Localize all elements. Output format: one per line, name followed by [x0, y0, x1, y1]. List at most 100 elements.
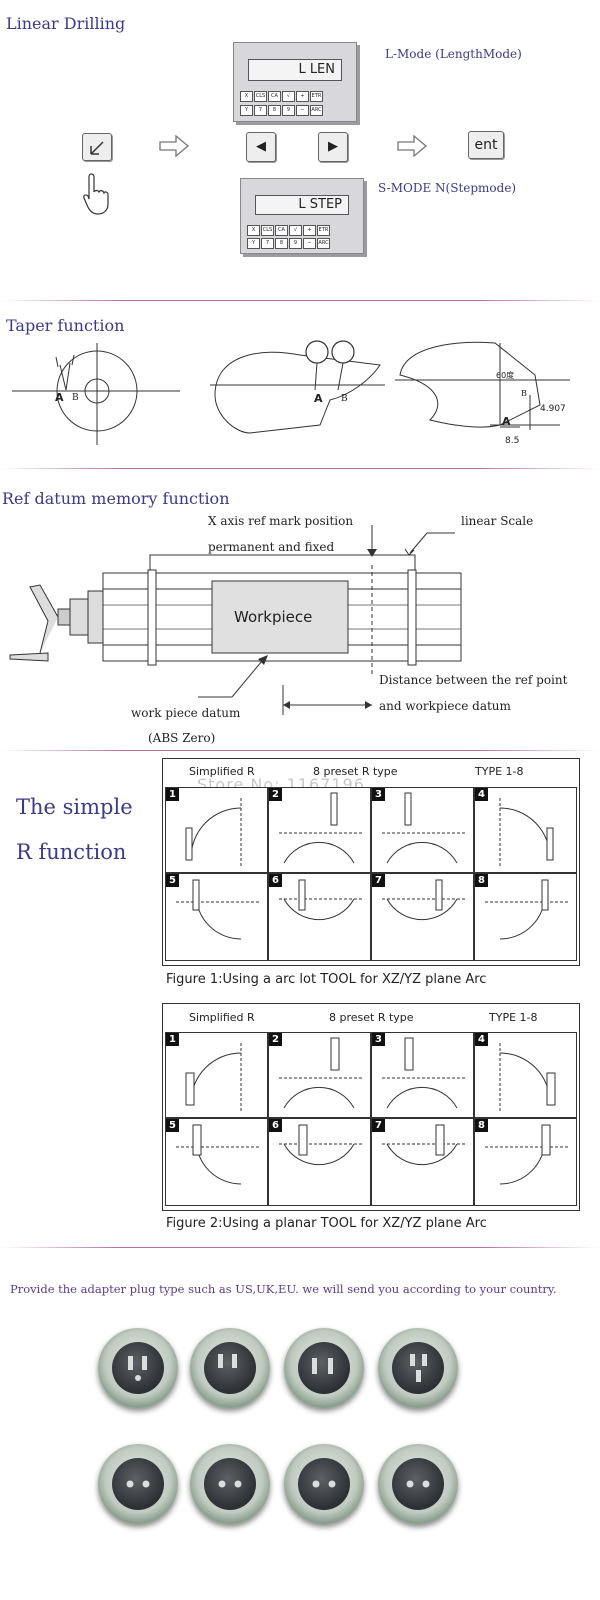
axis-icon: [90, 141, 104, 155]
key-minus: −: [303, 238, 316, 249]
section-divider: [0, 468, 600, 469]
axis-button: [82, 133, 112, 161]
taper-label-a: A: [314, 392, 323, 405]
r-type-number: 1: [166, 1033, 179, 1046]
r-type-number: 4: [475, 1033, 488, 1046]
r-type-number: 2: [269, 788, 282, 801]
r-type-cell: 4: [474, 787, 577, 873]
r-type-number: 8: [475, 1119, 488, 1132]
r-type-cell: 6: [268, 873, 371, 961]
r-type-cell: 5: [165, 873, 268, 961]
arrow-right-icon: [159, 134, 190, 158]
r-type-number: 4: [475, 788, 488, 801]
arc-tool-icon: [185, 798, 242, 868]
key-cls: CLS: [254, 91, 267, 102]
plug-pins-icon: [410, 1354, 427, 1382]
plug-pins-icon: [128, 1356, 147, 1381]
r-panel-header-mid: 8 preset R type: [329, 1011, 414, 1024]
us-plug-icon: [190, 1328, 270, 1408]
taper-diagram-part: [210, 340, 385, 434]
r-type-cell: 5: [165, 1118, 268, 1206]
key-arc: ARC: [310, 105, 323, 116]
plug-pins-icon: [218, 1480, 242, 1488]
xaxis-note-line1: X axis ref mark position: [208, 514, 354, 528]
plug-pins-icon: [312, 1480, 336, 1488]
plug-pins-icon: [312, 1358, 333, 1374]
r-panel-header-mid: 8 preset R type: [313, 765, 398, 778]
arc-tool-icon: [382, 879, 467, 921]
arc-tool-icon: [279, 792, 364, 864]
taper-diagram-circle: [12, 343, 180, 445]
taper-label-b: B: [341, 394, 348, 404]
key-plus: +: [296, 91, 309, 102]
datum-note-line1: work piece datum: [131, 706, 241, 720]
planar-tool-icon: [279, 1124, 364, 1166]
r-type-cell: 1: [165, 1032, 268, 1118]
r-type-cell: 3: [371, 1032, 474, 1118]
arc-tool-icon: [382, 792, 467, 864]
lcd-display: L STEP: [255, 195, 349, 215]
planar-tool-icon: [279, 1037, 364, 1109]
key-sqrt: √: [282, 91, 295, 102]
linear-scale-label: linear Scale: [461, 514, 534, 528]
arc-tool-icon: [176, 879, 261, 940]
r-type-number: 3: [372, 1033, 385, 1046]
key-7: 7: [261, 238, 274, 249]
r-type-number: 5: [166, 874, 179, 887]
distance-note-line1: Distance between the ref point: [379, 673, 568, 687]
r-type-cell: 8: [474, 1118, 577, 1206]
r-type-cell: 2: [268, 787, 371, 873]
arc-tool-icon: [499, 798, 554, 868]
left-arrow-button: ◀: [246, 132, 276, 162]
section-divider: [0, 1247, 600, 1248]
smode-label: S-MODE N(Stepmode): [378, 181, 517, 195]
r-panel-header-right: TYPE 1-8: [475, 765, 524, 778]
right-arrow-button: ▶: [318, 132, 348, 162]
eu-plug-icon: [378, 1444, 458, 1524]
r-type-number: 3: [372, 788, 385, 801]
r-type-number: 1: [166, 788, 179, 801]
key-cls: CLS: [261, 225, 274, 236]
us-plug-icon: [98, 1328, 178, 1408]
taper-diagram-dimension: [395, 341, 570, 430]
figure-2-caption: Figure 2:Using a planar TOOL for XZ/YZ p…: [166, 1216, 487, 1231]
r-type-cell: 3: [371, 787, 474, 873]
eu-plug-icon: [284, 1444, 364, 1524]
plug-pins-icon: [126, 1480, 150, 1488]
key-arc: ARC: [317, 238, 330, 249]
taper-label-a: A: [502, 415, 511, 428]
r-type-cell: 8: [474, 873, 577, 961]
key-7: 7: [254, 105, 267, 116]
r-type-cell: 7: [371, 1118, 474, 1206]
machine-table-diagram: [9, 525, 462, 715]
key-x: X: [247, 225, 260, 236]
r-type-cell: 4: [474, 1032, 577, 1118]
planar-tool-icon: [499, 1043, 556, 1113]
key-etr: ETR: [317, 225, 330, 236]
taper-function-title: Taper function: [6, 316, 125, 335]
simple-r-title-line2: R function: [16, 840, 127, 864]
key-ca: CA: [275, 225, 288, 236]
section-divider: [0, 300, 600, 301]
r-type-cell: 2: [268, 1032, 371, 1118]
taper-dimension-label: 8.5: [505, 436, 520, 446]
us-plug-icon: [284, 1328, 364, 1408]
figure-1-caption: Figure 1:Using a arc lot TOOL for XZ/YZ …: [166, 972, 487, 987]
key-8: 8: [275, 238, 288, 249]
key-minus: −: [296, 105, 309, 116]
datum-note-line2: (ABS Zero): [148, 731, 216, 745]
dro-unit-step-mode: L STEP X CLS CA √ + ETR Y 7 8 9 − ARC: [240, 178, 364, 254]
simple-r-title-line1: The simple: [16, 795, 133, 819]
r-panel-header-right: TYPE 1-8: [489, 1011, 538, 1024]
ref-datum-title: Ref datum memory function: [2, 489, 230, 508]
ent-button: ent: [468, 131, 504, 159]
r-type-number: 5: [166, 1119, 179, 1132]
arc-tool-icon: [485, 879, 570, 940]
planar-tool-icon: [176, 1124, 261, 1185]
r-type-number: 2: [269, 1033, 282, 1046]
planar-tool-icon: [185, 1043, 242, 1113]
r-type-cell: 1: [165, 787, 268, 873]
taper-label-a: A: [55, 391, 64, 404]
uk-plug-icon: [378, 1328, 458, 1408]
linear-drilling-title: Linear Drilling: [6, 14, 126, 33]
